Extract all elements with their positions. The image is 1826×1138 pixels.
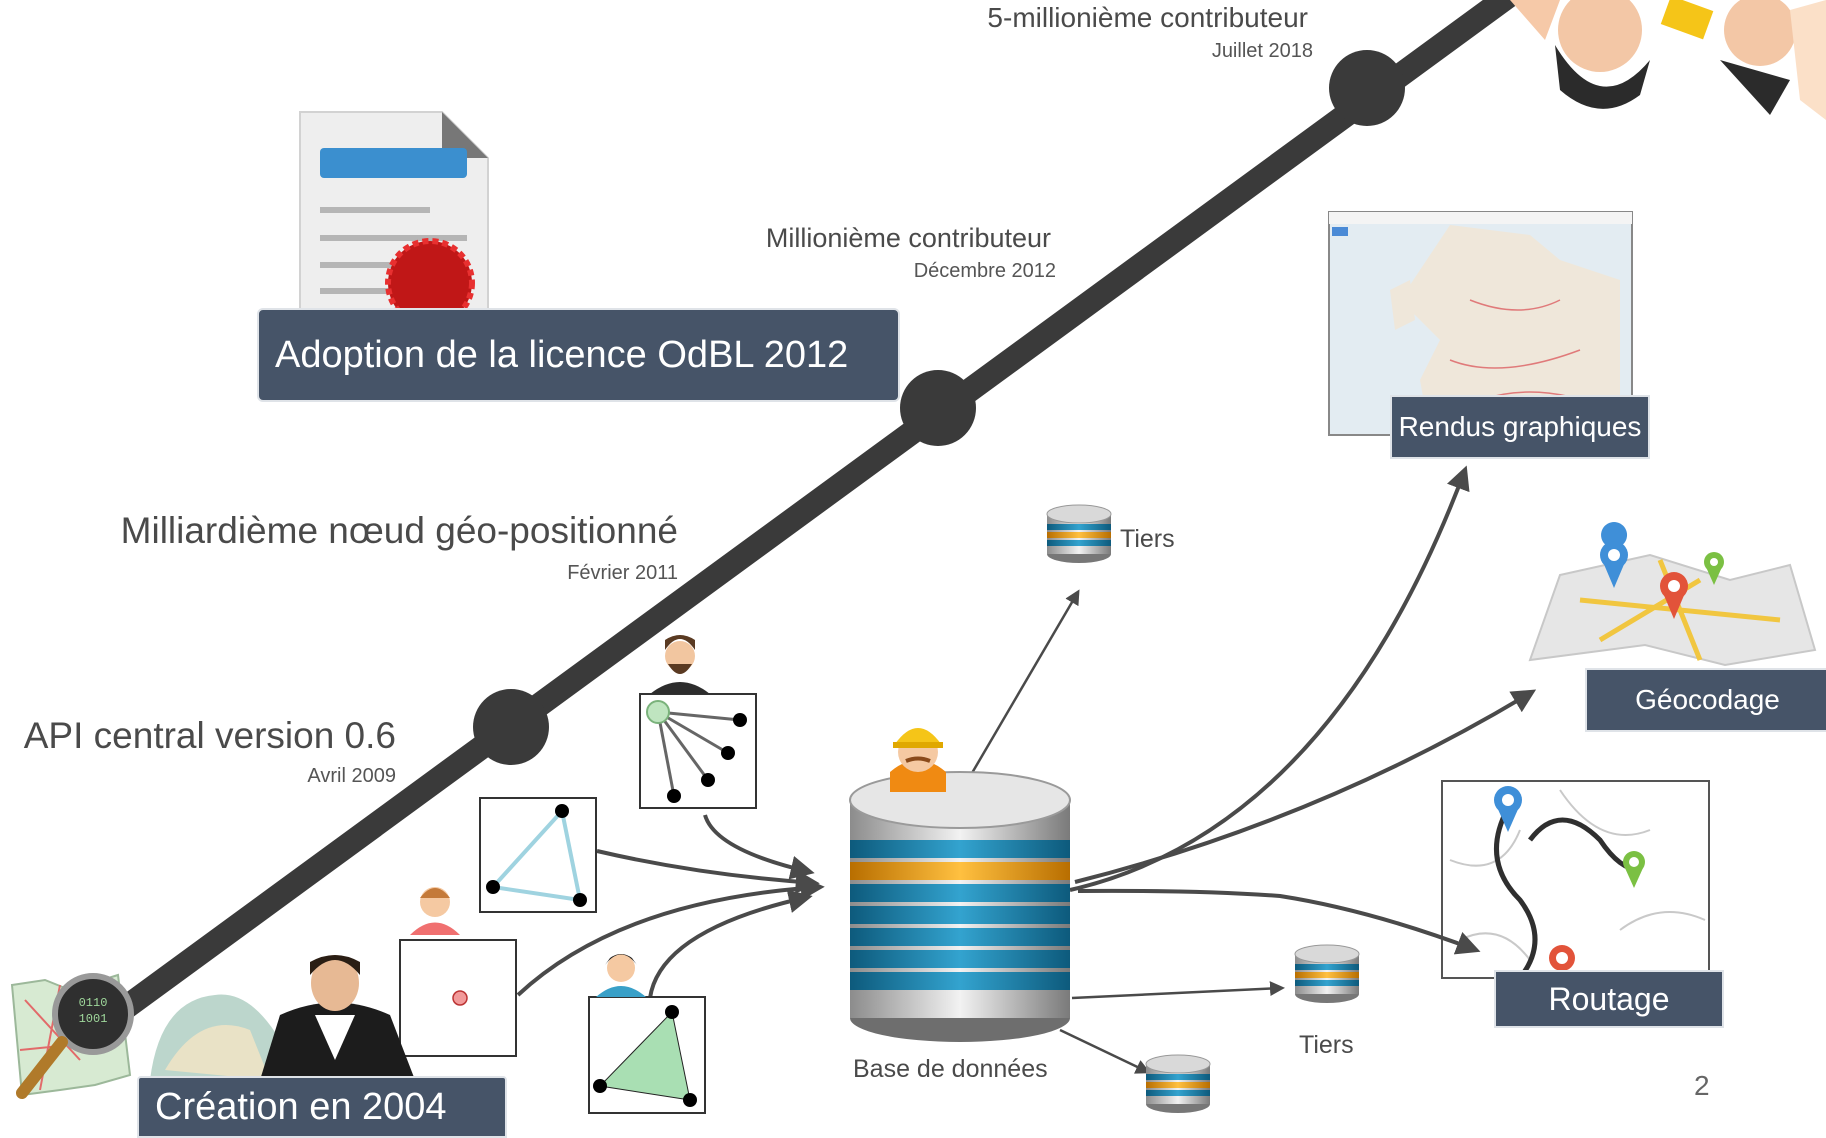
banner-routage: Routage: [1494, 970, 1724, 1028]
svg-text:1001: 1001: [79, 1012, 108, 1026]
way-triangle-box: [479, 797, 597, 913]
tiers-right-label: Tiers: [1299, 1031, 1354, 1059]
banner-rendus: Rendus graphiques: [1390, 395, 1650, 459]
timeline-node-2018: [1329, 50, 1405, 126]
node-graph-box: [639, 693, 757, 809]
banner-licence: Adoption de la licence OdBL 2012: [257, 308, 900, 402]
point-box: [399, 939, 517, 1057]
tiers-top-label: Tiers: [1120, 525, 1175, 553]
arrow-from-way-box: [596, 849, 820, 894]
tiers-db-top: [1046, 504, 1112, 564]
worker-icon: [890, 728, 946, 792]
milestone-billion-title: Milliardième nœud géo-positionné: [120, 510, 678, 551]
area-triangle-box: [588, 996, 706, 1114]
tiers-db-bottom: [1145, 1054, 1211, 1114]
rendering-map-thumbnail: [1328, 211, 1633, 436]
flow-arrows: [516, 465, 1537, 1074]
routing-map: [1441, 780, 1710, 980]
arrow-from-point-box: [516, 876, 825, 997]
arrow-to-rendus: [1069, 465, 1470, 892]
database-label: Base de données: [853, 1055, 1048, 1083]
milestone-billion-date: Février 2011: [567, 562, 678, 584]
arrow-from-area-box: [648, 889, 813, 999]
arrow-to-tiers-bottom: [1059, 1028, 1151, 1074]
timeline-node-2012: [900, 370, 976, 446]
contributors-illustration: [1510, 0, 1826, 120]
banner-creation: Création en 2004: [137, 1076, 507, 1138]
milestone-5m-title: 5-millionième contributeur: [987, 2, 1308, 33]
milestone-api-title: API central version 0.6: [23, 715, 396, 756]
child-avatar: [410, 887, 460, 935]
svg-text:0110: 0110: [79, 996, 108, 1010]
milestone-5m-date: Juillet 2018: [1211, 40, 1313, 62]
timeline-line: [83, 0, 1521, 1042]
osm-logo-icon: 0110 1001: [10, 973, 134, 1099]
milestone-1m-date: Décembre 2012: [913, 260, 1056, 282]
arrow-to-tiers-right: [1071, 981, 1285, 1000]
database-icon: [849, 771, 1071, 1042]
milestone-1m-title: Millionième contributeur: [765, 223, 1051, 253]
certificate-icon: [299, 111, 489, 328]
man-avatar: [650, 635, 710, 694]
banner-geocodage: Géocodage: [1585, 668, 1826, 732]
arrow-to-geocodage: [1074, 689, 1537, 884]
founder-photo: [150, 955, 415, 1080]
geocoding-map-icon: [1528, 522, 1817, 667]
page-number: 2: [1694, 1070, 1710, 1101]
timeline-node-2009: [473, 689, 549, 765]
arrow-from-node-box: [703, 814, 815, 880]
tiers-db-right: [1294, 944, 1360, 1004]
arrow-to-routage: [1077, 888, 1481, 955]
arrow-to-tiers-top: [963, 589, 1080, 786]
milestone-api-date: Avril 2009: [307, 765, 396, 787]
woman-avatar: [596, 954, 646, 997]
